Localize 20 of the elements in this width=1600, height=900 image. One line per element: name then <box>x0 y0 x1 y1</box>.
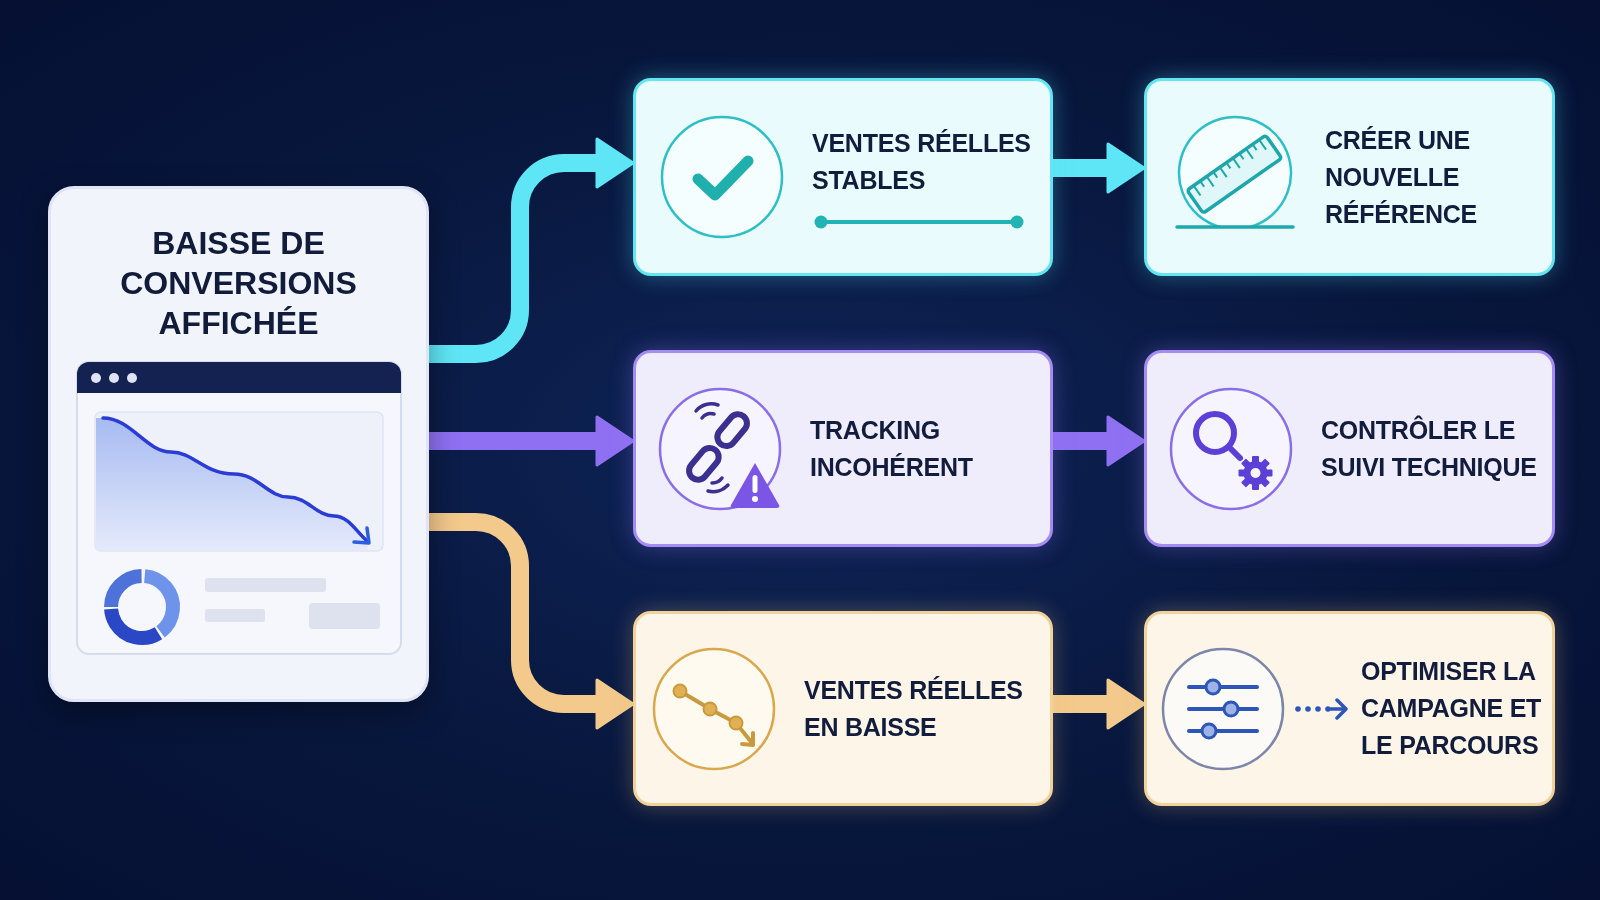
step-title: VENTES RÉELLES EN BAISSE <box>804 674 1024 743</box>
card-title: BAISSE DE CONVERSIONS AFFICHÉE <box>119 224 358 343</box>
step-title: TRACKING INCOHÉRENT <box>810 414 974 483</box>
arrow <box>429 137 635 363</box>
step-title: VENTES RÉELLES STABLES <box>812 128 1032 196</box>
step-card <box>633 350 1053 547</box>
step-title: OPTIMISER LA CAMPAGNE ET LE PARCOURS <box>1361 656 1542 761</box>
step-card <box>1144 611 1555 806</box>
arrow <box>1053 415 1146 467</box>
step-card <box>1144 78 1555 276</box>
step-card <box>633 611 1053 806</box>
step-card <box>1144 350 1555 547</box>
arrow <box>1053 142 1146 194</box>
step-title: CONTRÔLER LE SUIVI TECHNIQUE <box>1321 414 1538 483</box>
step-title: CRÉER UNE NOUVELLE RÉFÉRENCE <box>1325 124 1478 230</box>
arrow <box>1053 678 1146 730</box>
step-card <box>633 78 1053 276</box>
arrow <box>429 415 635 467</box>
arrow <box>429 513 635 730</box>
dashboard-card <box>48 186 429 702</box>
